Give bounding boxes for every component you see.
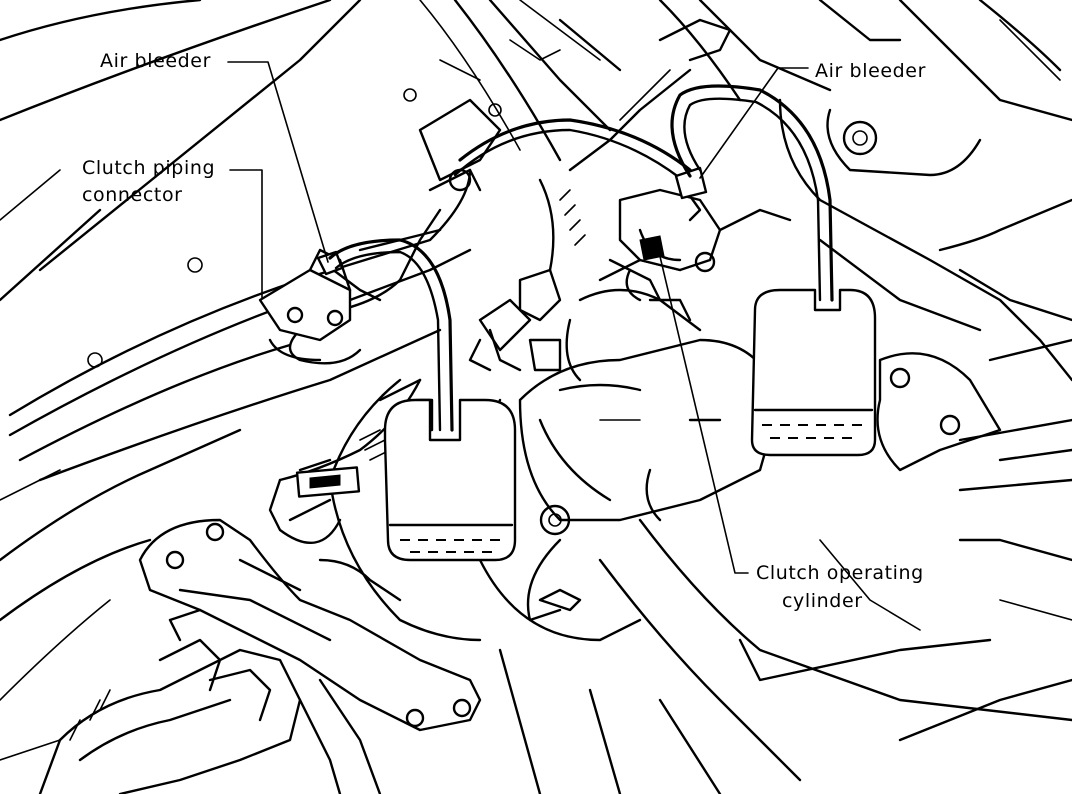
label-clutch-piping-connector-line2: connector <box>82 184 183 206</box>
clutch-piping-connector-part <box>258 248 352 362</box>
left-bleeder-assembly <box>328 238 517 562</box>
right-bleeder-assembly <box>670 84 877 457</box>
body-panel-lines <box>0 0 622 701</box>
lower-shaft <box>0 608 382 794</box>
label-clutch-piping-connector-line1: Clutch piping <box>82 157 216 179</box>
clutch-operating-cylinder-part <box>608 166 792 322</box>
label-air-bleeder-left: Air bleeder <box>100 50 212 72</box>
label-clutch-operating-cylinder-line2: cylinder <box>782 590 863 612</box>
label-clutch-operating-cylinder-line1: Clutch operating <box>756 562 924 584</box>
upper-left-brackets <box>288 39 561 365</box>
floor-lines <box>498 518 1072 794</box>
label-air-bleeder-right: Air bleeder <box>815 60 927 82</box>
crossmember-bracket <box>138 518 482 732</box>
center-pipe <box>453 118 692 180</box>
wiring-harness <box>268 18 732 544</box>
leader-lines <box>227 61 809 574</box>
